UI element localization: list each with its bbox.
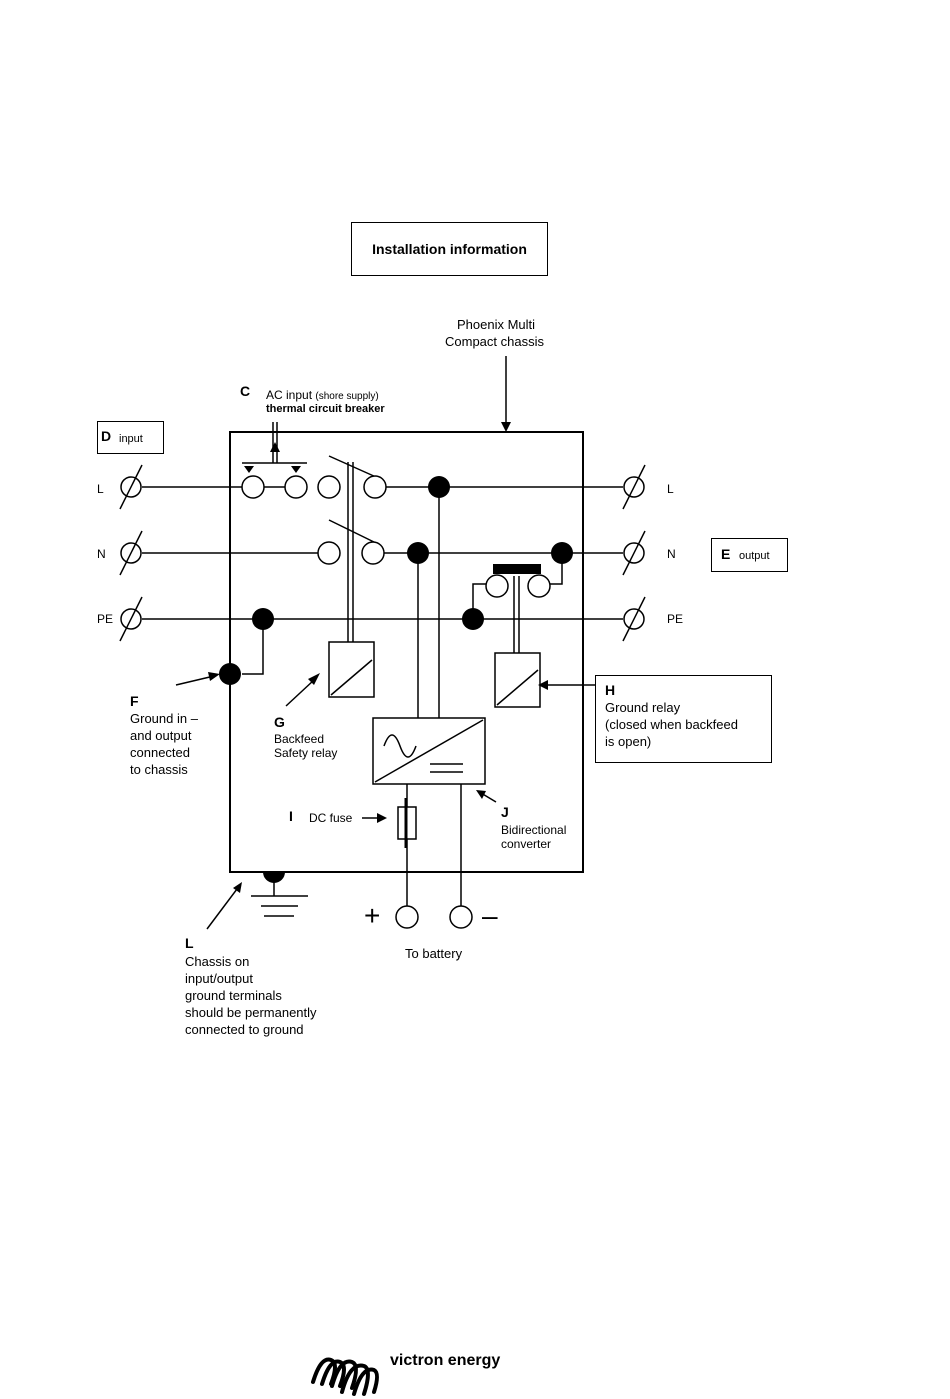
label-g-letter: G: [274, 714, 285, 730]
terminal-left-pe: PE: [97, 612, 114, 626]
label-e-text: output: [739, 550, 770, 562]
chassis-label-line1: Phoenix Multi: [457, 317, 536, 332]
label-l-line4: should be permanently: [185, 1005, 317, 1020]
label-j-letter: J: [501, 804, 509, 820]
chassis-label-line2: Compact chassis: [445, 334, 544, 349]
battery-label: To battery: [405, 946, 463, 961]
label-c-shore-supply: (shore supply): [315, 391, 379, 402]
label-e-letter: E: [721, 546, 731, 562]
label-l-line5: connected to ground: [185, 1022, 304, 1037]
terminal-right-l: L: [667, 482, 674, 496]
brand-name: victron energy: [390, 1352, 501, 1369]
label-j-line1: Bidirectional: [501, 823, 567, 837]
label-c-ac-input: AC input: [266, 388, 313, 402]
label-f-line1: Ground in –: [130, 711, 198, 726]
label-d-letter: D: [101, 428, 112, 444]
label-h-letter: H: [605, 682, 616, 698]
label-l-letter: L: [185, 935, 194, 951]
label-h-line2: (closed when backfeed: [605, 717, 738, 732]
label-c-line1: AC input (shore supply): [266, 388, 379, 404]
installation-information-title: Installation information: [351, 222, 548, 276]
label-l-line3: ground terminals: [185, 988, 282, 1003]
label-f-line3: connected: [130, 745, 190, 760]
label-f-line4: to chassis: [130, 762, 188, 777]
label-d-box: D input: [97, 421, 164, 454]
label-c-letter: C: [240, 383, 251, 399]
battery-minus: –: [482, 900, 498, 931]
label-f-letter: F: [130, 693, 139, 709]
label-l-line2: input/output: [185, 971, 253, 986]
label-d-text: input: [119, 433, 143, 445]
label-g-line2: Safety relay: [274, 746, 338, 760]
label-j-line2: converter: [501, 837, 552, 851]
label-h-line1: Ground relay: [605, 700, 681, 715]
label-l-line1: Chassis on: [185, 954, 250, 969]
label-h-box: H Ground relay (closed when backfeed is …: [595, 675, 772, 763]
label-h-line3: is open): [605, 734, 652, 749]
terminal-left-n: N: [97, 547, 106, 561]
terminal-right-pe: PE: [667, 612, 684, 626]
label-g-line1: Backfeed: [274, 732, 325, 746]
label-i-letter: I: [289, 808, 293, 824]
label-i-text: DC fuse: [309, 811, 353, 825]
terminal-right-n: N: [667, 547, 676, 561]
battery-plus: +: [364, 900, 381, 931]
terminal-left-l: L: [97, 482, 104, 496]
label-e-box: E output: [711, 538, 788, 572]
label-f-line2: and output: [130, 728, 192, 743]
label-c-line2: thermal circuit breaker: [266, 403, 385, 415]
